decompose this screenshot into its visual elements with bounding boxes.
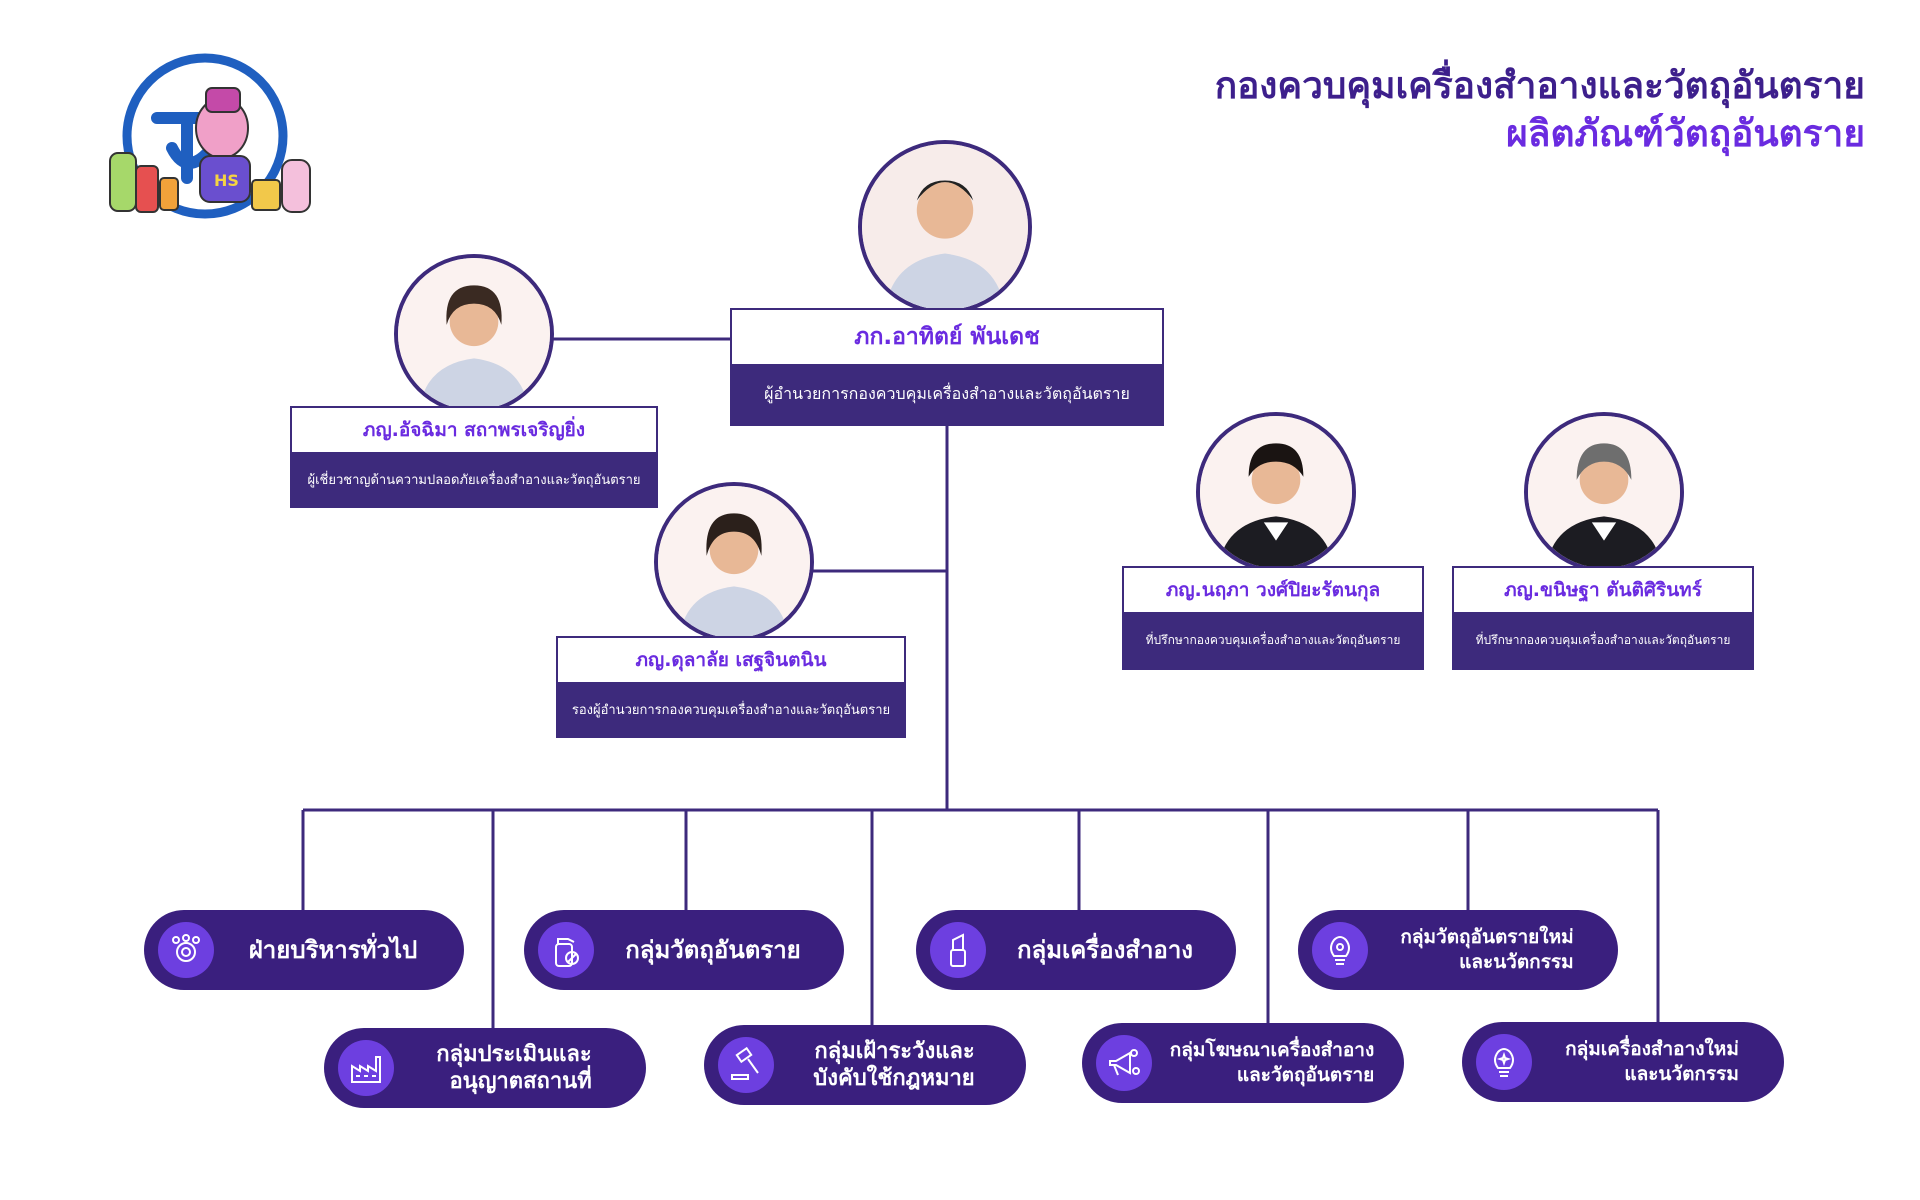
lipstick-icon [930,922,986,978]
expert-photo [394,254,554,414]
director-name: ภก.อาทิตย์ พันเดช [854,324,1040,350]
bulb-gear-icon [1312,922,1368,978]
bulb-sparkle-icon [1476,1034,1532,1090]
dept-assessment-label: กลุ่มประเมินและอนุญาตสถานที่ [404,1028,624,1108]
factory-icon [338,1040,394,1096]
dept-advertising-label: กลุ่มโฆษณาเครื่องสำอางและวัตถุอันตราย [1162,1023,1382,1103]
advisor1-name: ภญ.นฤภา วงศ์ปิยะรัตนกุล [1165,579,1381,601]
dept-advertising-line2: และวัตถุอันตราย [1236,1064,1375,1086]
dept-cosmetic[interactable]: กลุ่มเครื่องสำอาง [916,910,1236,990]
dept-assessment-line2: อนุญาตสถานที่ [449,1069,592,1094]
advisor1-photo [1196,412,1356,572]
dept-hazard[interactable]: กลุ่มวัตถุอันตราย [524,910,844,990]
dept-surveillance-label: กลุ่มเฝ้าระวังและบังคับใช้กฎหมาย [784,1025,1004,1105]
megaphone-icon [1096,1035,1152,1091]
dept-cosmetic-label: กลุ่มเครื่องสำอาง [1016,935,1194,964]
dept-new-hazard-line1: กลุ่มวัตถุอันตรายใหม่ [1400,926,1574,948]
people-gear-icon [158,922,214,978]
page-header: กองควบคุมเครื่องสำอางและวัตถุอันตราย ผลิ… [1215,62,1865,158]
gavel-icon [718,1037,774,1093]
advisor1-card: ภญ.นฤภา วงศ์ปิยะรัตนกุล ที่ปรึกษากองควบค… [1122,566,1424,670]
expert-card: ภญ.อัจฉิมา สถาพรเจริญยิ่ง ผู้เชี่ยวชาญด้… [290,406,658,508]
dept-advertising[interactable]: กลุ่มโฆษณาเครื่องสำอางและวัตถุอันตราย [1082,1023,1404,1103]
dept-surveillance-line2: บังคับใช้กฎหมาย [813,1066,975,1091]
dept-new-cosmetic[interactable]: กลุ่มเครื่องสำอางใหม่และนวัตกรรม [1462,1022,1784,1102]
advisor2-card: ภญ.ขนิษฐา ตันติศิรินทร์ ที่ปรึกษากองควบค… [1452,566,1754,670]
header-title: กองควบคุมเครื่องสำอางและวัตถุอันตราย [1214,64,1865,107]
dept-assessment[interactable]: กลุ่มประเมินและอนุญาตสถานที่ [324,1028,646,1108]
logo-badge-text: HS [214,171,239,190]
dept-new-cosmetic-line2: และนวัตกรรม [1624,1063,1739,1085]
deputy-name: ภญ.ดุลาลัย เสฐจินตนิน [635,649,827,671]
dept-new-cosmetic-line1: กลุ่มเครื่องสำอางใหม่ [1565,1038,1739,1060]
advisor2-photo [1524,412,1684,572]
deputy-role: รองผู้อำนวยการกองควบคุมเครื่องสำอางและวั… [558,682,904,736]
dept-new-hazard-line2: และนวัตกรรม [1459,951,1574,973]
dept-surveillance[interactable]: กลุ่มเฝ้าระวังและบังคับใช้กฎหมาย [704,1025,1026,1105]
dept-new-cosmetic-label: กลุ่มเครื่องสำอางใหม่และนวัตกรรม [1542,1022,1762,1102]
dept-surveillance-line1: กลุ่มเฝ้าระวังและ [814,1039,975,1064]
advisor2-name: ภญ.ขนิษฐา ตันติศิรินทร์ [1504,579,1702,601]
agency-logo: HS [102,48,322,228]
dept-assessment-line1: กลุ่มประเมินและ [436,1042,592,1067]
header-subtitle: ผลิตภัณฑ์วัตถุอันตราย [1506,112,1865,155]
dept-new-hazard-label: กลุ่มวัตถุอันตรายใหม่และนวัตกรรม [1378,910,1596,990]
advisor2-role: ที่ปรึกษากองควบคุมเครื่องสำอางและวัตถุอั… [1454,612,1752,668]
director-photo [858,140,1032,314]
deputy-card: ภญ.ดุลาลัย เสฐจินตนิน รองผู้อำนวยการกองค… [556,636,906,738]
dept-advertising-line1: กลุ่มโฆษณาเครื่องสำอาง [1169,1039,1375,1061]
deputy-photo [654,482,814,642]
advisor1-role: ที่ปรึกษากองควบคุมเครื่องสำอางและวัตถุอั… [1124,612,1422,668]
expert-name: ภญ.อัจฉิมา สถาพรเจริญยิ่ง [362,419,586,441]
dept-admin-label: ฝ่ายบริหารทั่วไป [248,935,418,964]
expert-role: ผู้เชี่ยวชาญด้านความปลอดภัยเครื่องสำอางแ… [292,452,656,506]
dept-new-hazard[interactable]: กลุ่มวัตถุอันตรายใหม่และนวัตกรรม [1298,910,1618,990]
director-role: ผู้อำนวยการกองควบคุมเครื่องสำอางและวัตถุ… [732,364,1162,424]
director-card: ภก.อาทิตย์ พันเดช ผู้อำนวยการกองควบคุมเค… [730,308,1164,426]
spray-bottle-icon [538,922,594,978]
dept-admin[interactable]: ฝ่ายบริหารทั่วไป [144,910,464,990]
dept-hazard-label: กลุ่มวัตถุอันตราย [625,935,801,964]
